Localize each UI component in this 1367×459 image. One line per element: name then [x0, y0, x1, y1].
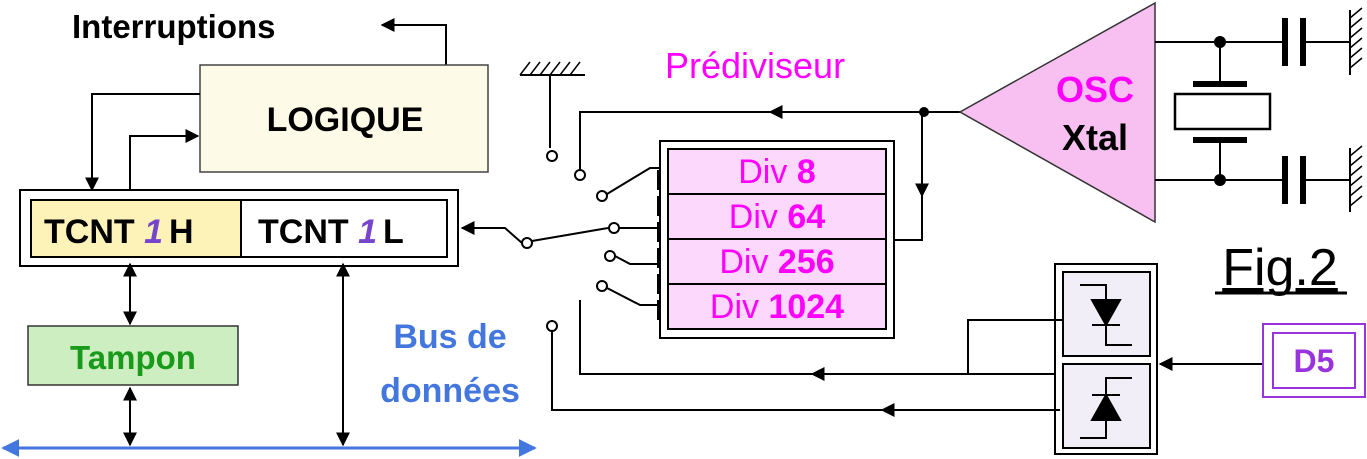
divider-value: 8 — [797, 153, 816, 191]
divider-cell — [667, 238, 887, 285]
d5-pin-inner — [1272, 332, 1356, 389]
data-bus-label-line1: Bus de — [393, 318, 506, 356]
divider-prefix: Div — [710, 288, 769, 326]
oscillator-label-line1: OSC — [1056, 69, 1134, 110]
falling-edge-symbol — [1080, 284, 1132, 346]
buffer-label: Tampon — [70, 339, 196, 376]
ground-hatch — [519, 61, 581, 76]
capacitor-bottom — [1282, 156, 1350, 204]
figure-label: Fig.2 — [1222, 239, 1338, 297]
divider-label: Div 256 — [719, 243, 834, 281]
logic-label: LOGIQUE — [267, 101, 424, 139]
wire-div256 — [614, 255, 668, 265]
switch-to-counter-arrow — [460, 221, 523, 244]
counter-high-cell — [30, 199, 242, 258]
falling-edge-wire — [810, 319, 1063, 381]
counter-low-cell — [240, 199, 448, 258]
wire-edge-rise — [551, 331, 1060, 411]
divider-value: 256 — [778, 243, 835, 281]
oscillator-label-line2: Xtal — [1062, 117, 1128, 158]
ground-right-top — [1349, 7, 1363, 75]
divider-value: 1024 — [768, 288, 844, 326]
divider-value: 64 — [787, 198, 825, 236]
xtal-body — [1173, 92, 1272, 131]
data-bus-label-line2: données — [380, 372, 520, 410]
capacitor-top — [1282, 18, 1350, 66]
buffer-box — [27, 325, 239, 386]
interrupts-label: Interruptions — [72, 8, 276, 45]
counter-to-logic-arrow — [129, 129, 200, 190]
oscillator-triangle — [958, 1, 1156, 224]
rising-edge-symbol — [1080, 377, 1132, 439]
interrupt-arrow — [380, 18, 447, 65]
divider-cell — [667, 283, 887, 330]
divider-label: Div 1024 — [710, 288, 844, 326]
divider-label: Div 64 — [729, 198, 825, 236]
divider-prefix: Div — [729, 198, 788, 236]
prescaler-label: Prédiviseur — [665, 45, 845, 86]
divider-prefix: Div — [719, 243, 778, 281]
switch-wiper — [531, 227, 609, 242]
logic-to-counter-arrow — [85, 93, 200, 192]
divider-prefix: Div — [738, 153, 797, 191]
switch-contacts — [521, 150, 620, 332]
prescaler-feed-wire — [894, 112, 923, 241]
divider-label: Div 8 — [738, 153, 815, 191]
logic-box — [199, 64, 489, 173]
ground-right-bottom — [1349, 145, 1363, 212]
d5-pin-label: D5 — [1294, 343, 1335, 379]
